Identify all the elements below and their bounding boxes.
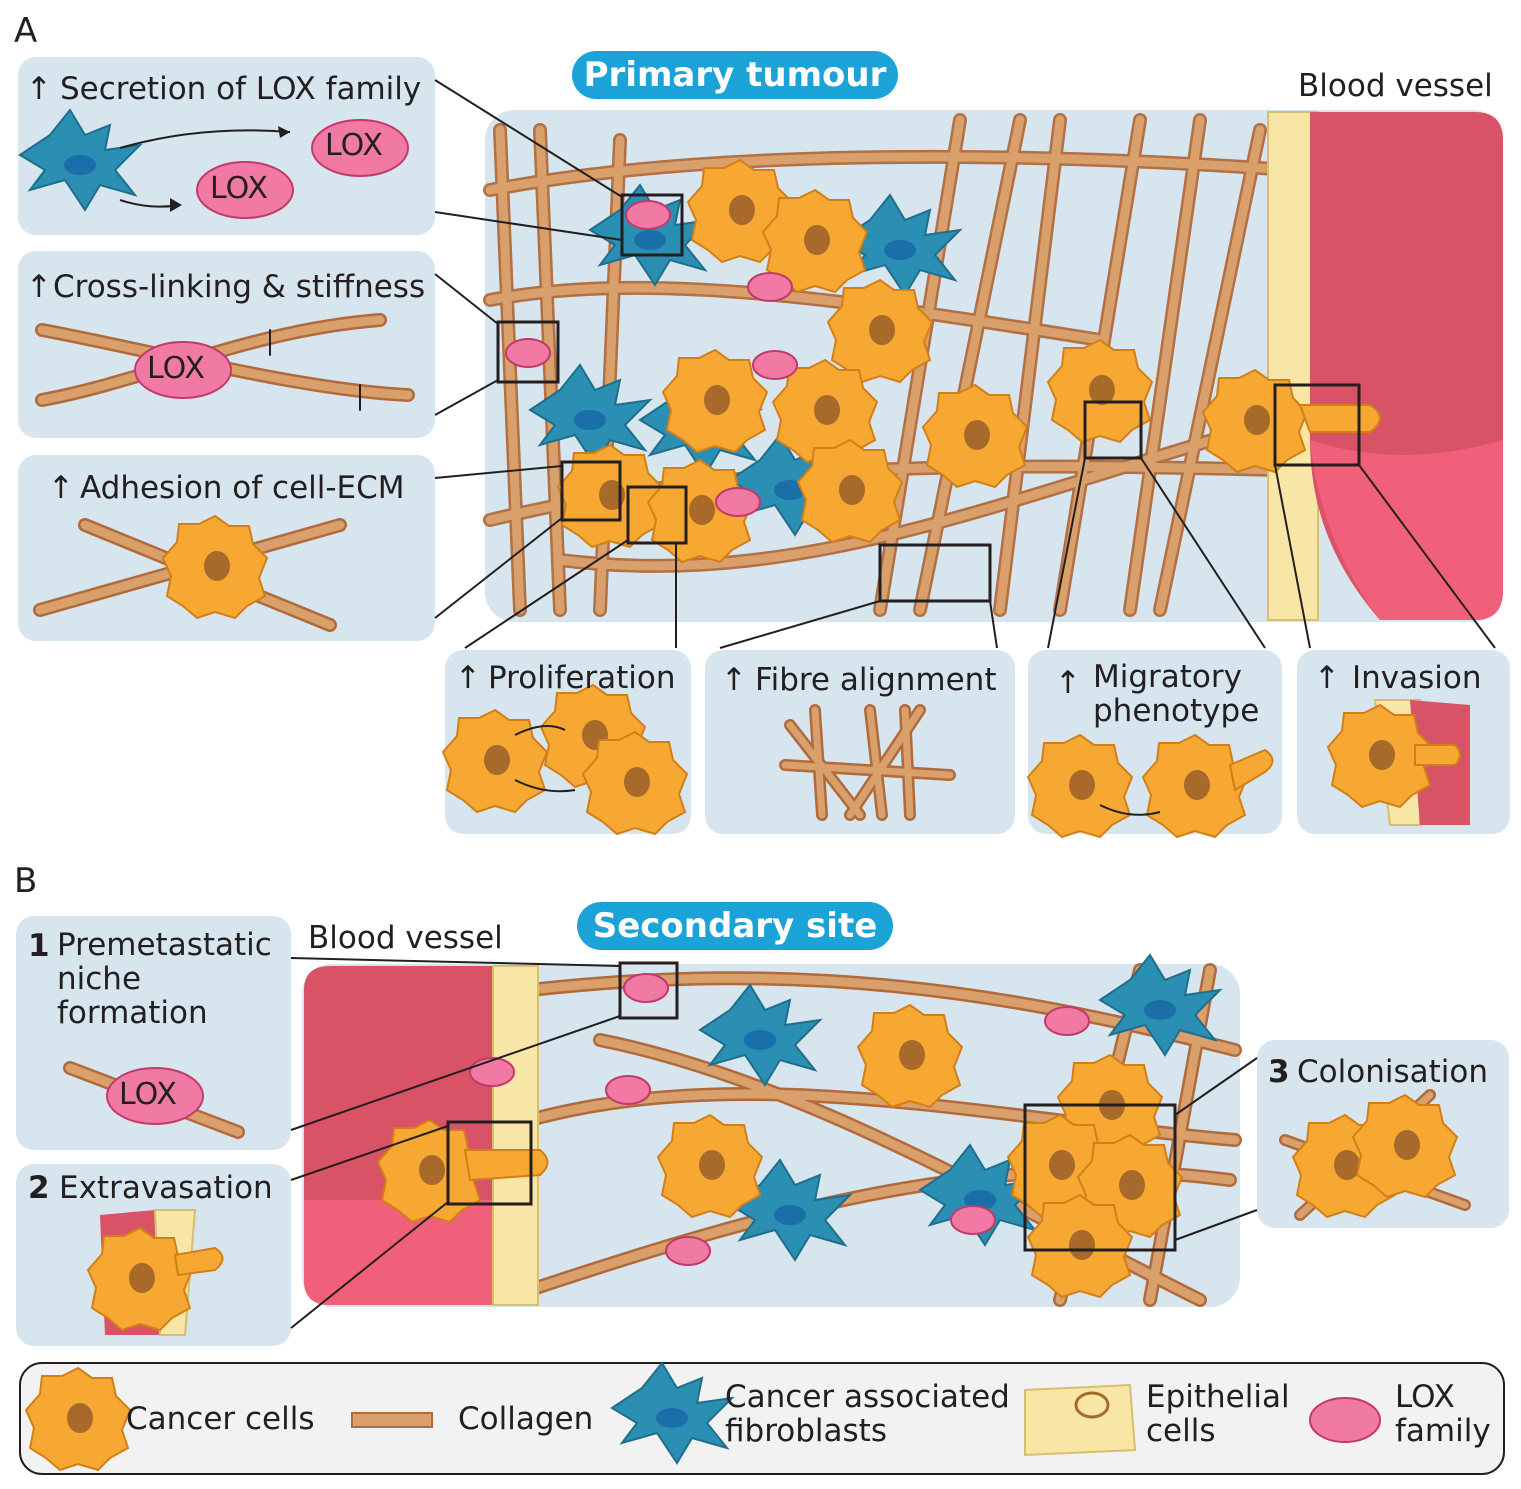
up-arrow-crosslinking: ↑ [26, 269, 52, 305]
blood-vessel-label-b: Blood vessel [308, 920, 503, 956]
legend-epi-line2: cells [1146, 1413, 1216, 1449]
fibre-alignment-illustration [779, 704, 956, 821]
legend-collagen: Collagen [458, 1401, 594, 1437]
proliferation-label: Proliferation [488, 660, 676, 696]
legend-epithelial: Epithelial cells [1146, 1380, 1290, 1448]
proliferation-illustration [442, 684, 688, 835]
migratory-label: Migratory phenotype [1093, 660, 1259, 728]
extravasation-illustration [87, 1209, 224, 1336]
up-arrow-invasion: ↑ [1314, 660, 1340, 696]
up-arrow-migratory: ↑ [1055, 665, 1081, 701]
secretion-label: Secretion of LOX family [60, 71, 422, 107]
niche-illustration [63, 1061, 245, 1139]
migratory-illustration [1027, 734, 1274, 838]
legend-epi-line1: Epithelial [1146, 1379, 1290, 1415]
primary-tumour-region [483, 110, 1503, 622]
connector-lines-b [290, 957, 1258, 1329]
step3-number: 3 [1268, 1054, 1290, 1090]
step2-number: 2 [28, 1170, 50, 1206]
lox-label-3: LOX [147, 351, 205, 386]
connector-lines-a [434, 79, 1496, 649]
step1-line1: Premetastatic [57, 927, 272, 963]
legend-cancer-cells: Cancer cells [126, 1401, 315, 1437]
panel-a-letter: A [14, 11, 38, 51]
fibre-alignment-label: Fibre alignment [755, 662, 997, 698]
colonisation-illustration [1279, 1089, 1471, 1221]
crosslink-illustration [35, 313, 415, 411]
legend-caf-line1: Cancer associated [725, 1379, 1010, 1415]
panel-b-letter: B [14, 861, 38, 901]
step1-line3: formation [57, 995, 208, 1031]
adhesion-illustration [33, 515, 347, 632]
step1-number: 1 [28, 928, 50, 964]
crosslinking-label: Cross-linking & stiffness [53, 269, 426, 305]
secondary-site-region [302, 954, 1242, 1307]
lox-label-1: LOX [325, 128, 383, 163]
blood-vessel-label-a: Blood vessel [1298, 68, 1493, 104]
step3-label: Colonisation [1297, 1054, 1488, 1090]
up-arrow-adhesion: ↑ [48, 470, 74, 506]
step2-label: Extravasation [59, 1170, 273, 1206]
invasion-label: Invasion [1352, 660, 1482, 696]
primary-tumour-title: Primary tumour [572, 51, 898, 99]
legend-caf-line2: fibroblasts [725, 1413, 887, 1449]
legend-lox: LOX family [1395, 1380, 1491, 1448]
legend-lox-line2: family [1395, 1413, 1491, 1449]
secondary-site-title: Secondary site [577, 902, 893, 950]
lox-label-4: LOX [119, 1077, 177, 1112]
adhesion-label: Adhesion of cell-ECM [80, 470, 405, 506]
legend-lox-line1: LOX [1395, 1379, 1455, 1415]
legend [19, 1362, 1505, 1475]
invasion-illustration [1327, 699, 1470, 826]
lox-label-2: LOX [210, 171, 268, 206]
up-arrow-secretion: ↑ [26, 71, 52, 107]
migratory-line2: phenotype [1093, 693, 1260, 729]
up-arrow-fibre: ↑ [721, 662, 747, 698]
step1-line2: niche [57, 961, 142, 997]
up-arrow-proliferation: ↑ [455, 660, 481, 696]
secretion-illustration [19, 109, 409, 219]
step1-label: Premetastatic niche formation [57, 928, 272, 1030]
legend-caf: Cancer associated fibroblasts [725, 1380, 1010, 1448]
migratory-line1: Migratory [1093, 659, 1242, 695]
